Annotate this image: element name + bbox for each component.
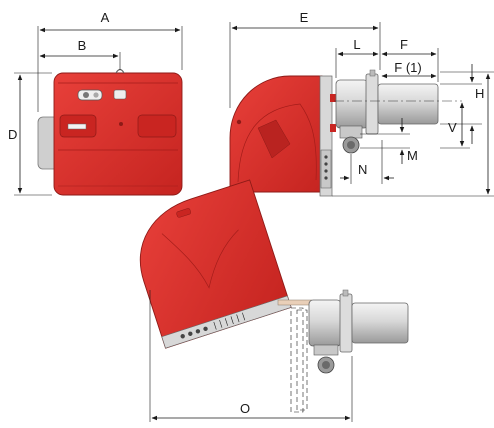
- dim-label-f1: F (1): [394, 60, 421, 75]
- dim-label-a: A: [101, 10, 110, 25]
- dim-label-m: M: [407, 148, 418, 163]
- dim-label-h: H: [475, 86, 484, 101]
- dim-label-v: V: [448, 120, 457, 135]
- dim-label-d: D: [8, 127, 17, 142]
- dim-label-l: L: [353, 37, 360, 52]
- dim-label-e: E: [300, 10, 309, 25]
- dim-label-o: O: [240, 401, 250, 416]
- dim-label-f: F: [400, 37, 408, 52]
- side-view: E L F F (1) H V M: [229, 10, 494, 197]
- dim-label-n: N: [358, 162, 367, 177]
- maintenance-view: O: [139, 179, 409, 422]
- dim-label-b: B: [78, 38, 87, 53]
- front-view: A B D: [8, 10, 183, 196]
